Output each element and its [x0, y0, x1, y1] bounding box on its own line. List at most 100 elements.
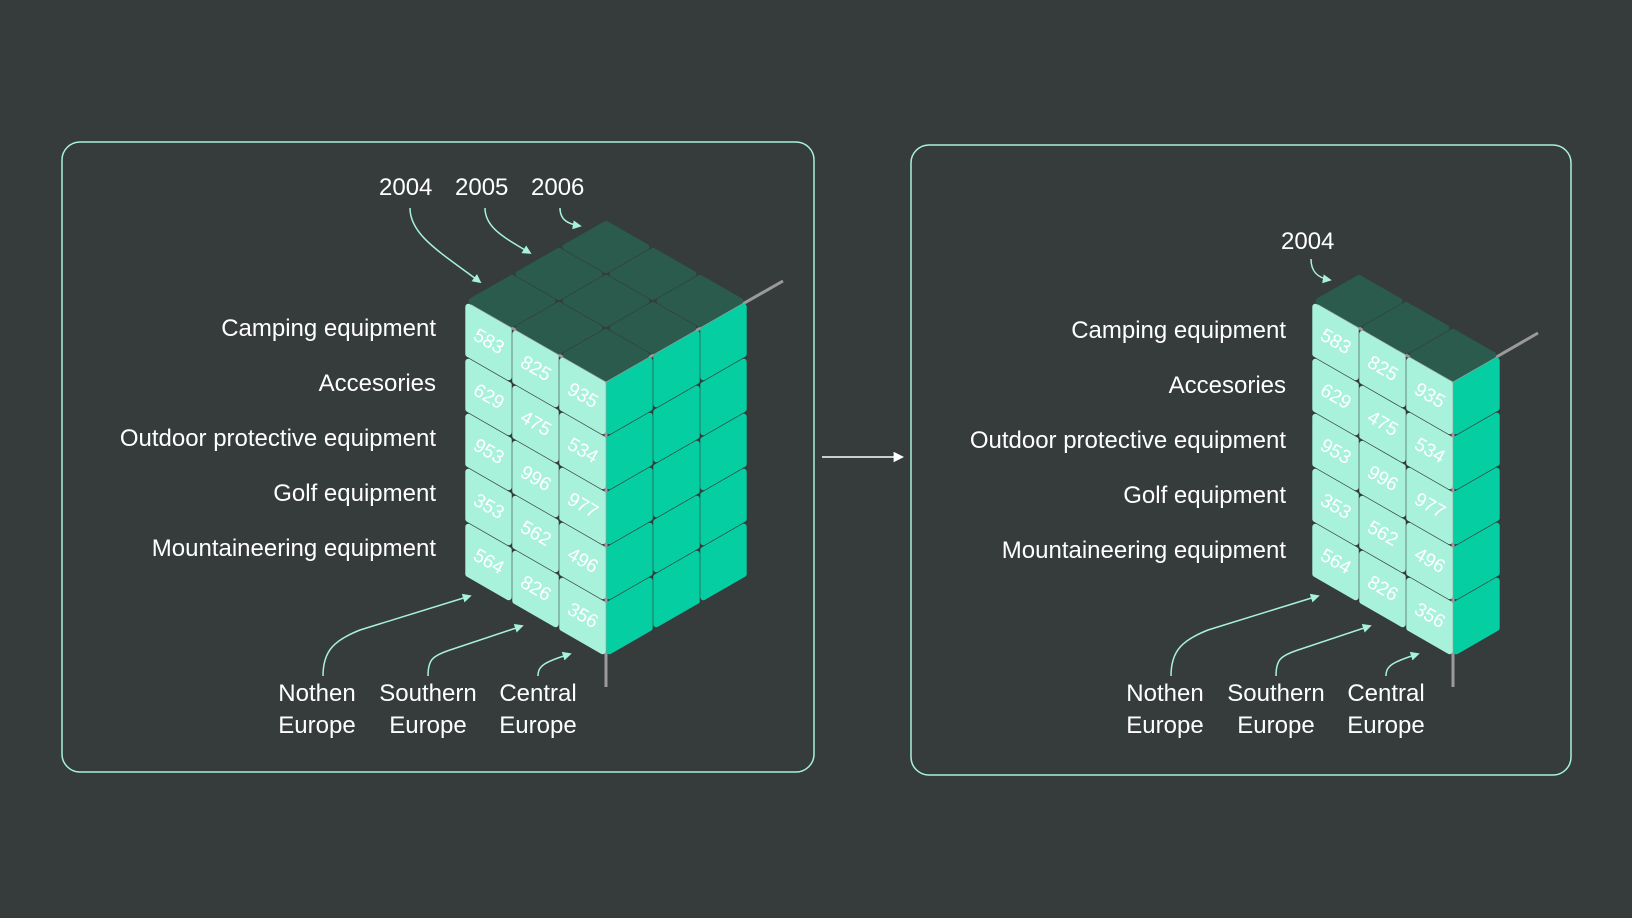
- left-panel-frame: [61, 141, 815, 773]
- front-face-tile: [465, 413, 512, 491]
- side-face-tile: [1453, 412, 1500, 490]
- side-face-tile: [1453, 522, 1500, 600]
- side-face-tile: [606, 577, 653, 655]
- front-face-tile: [1406, 357, 1453, 435]
- front-face-tile: [559, 467, 606, 545]
- top-face-tile: [515, 247, 603, 301]
- front-face-tile: [559, 522, 606, 600]
- year-label-2006: 2006: [531, 174, 585, 201]
- top-face-tile: [609, 301, 697, 355]
- top-face-tile: [468, 274, 556, 328]
- front-face-tile: [465, 468, 512, 546]
- region-label-line2: Europe: [389, 712, 467, 739]
- category-label-outdoor: Outdoor protective equipment: [119, 425, 436, 452]
- front-face-tile: [512, 550, 559, 628]
- region-label-line1: Central: [499, 680, 577, 707]
- side-face-tile: [700, 523, 747, 601]
- front-face-tile: [1312, 468, 1359, 546]
- front-face-tile: [512, 440, 559, 518]
- front-face-tile: [465, 523, 512, 601]
- top-face-tile: [656, 274, 744, 328]
- front-face-tile: [1406, 522, 1453, 600]
- front-face-tile: [1359, 385, 1406, 463]
- side-face-tile: [653, 330, 700, 408]
- left-cube: 5838259356294755349539969773535624965648…: [322, 207, 784, 687]
- top-face-tile: [1409, 328, 1497, 382]
- region-label-line1: Southern: [379, 680, 477, 707]
- year-label-2004: 2004: [379, 174, 433, 201]
- category-label-mountaineering: Mountaineering equipment: [151, 535, 436, 562]
- side-face-tile: [1453, 467, 1500, 545]
- top-face-tile: [609, 247, 697, 301]
- side-face-tile: [700, 358, 747, 436]
- side-face-tile: [653, 385, 700, 463]
- front-face-tile: [465, 303, 512, 381]
- side-face-tile: [653, 440, 700, 518]
- top-face-tile: [562, 328, 650, 382]
- front-face-tile: [1312, 303, 1359, 381]
- category-label-golf: Golf equipment: [273, 480, 436, 507]
- cube-edge-line: [470, 303, 607, 384]
- category-label-accesories: Accesories: [1168, 372, 1286, 399]
- top-face-tile: [515, 301, 603, 355]
- category-label-camping: Camping equipment: [1071, 317, 1286, 344]
- region-label-central: Central Europe: [1326, 682, 1446, 738]
- side-face-tile: [1453, 577, 1500, 655]
- front-face-tile: [1359, 440, 1406, 518]
- front-face-tile: [1312, 413, 1359, 491]
- cube-edge-line: [1452, 331, 1539, 384]
- front-face-tile: [1359, 495, 1406, 573]
- region-label-southern: Southern Europe: [1216, 682, 1336, 738]
- region-label-line1: Southern: [1227, 680, 1325, 707]
- category-label-mountaineering: Mountaineering equipment: [1001, 537, 1286, 564]
- region-pointer-arrow: [1385, 651, 1420, 677]
- right-panel-frame: [910, 144, 1572, 776]
- front-face-tile: [559, 412, 606, 490]
- side-face-tile: [653, 495, 700, 573]
- top-face-tile: [1315, 274, 1403, 328]
- region-pointer-arrow: [1170, 593, 1320, 677]
- year-pointer-arrow: [1310, 258, 1332, 284]
- front-face-tile: [1406, 412, 1453, 490]
- front-face-tile: [512, 385, 559, 463]
- region-label-line2: Europe: [1347, 712, 1425, 739]
- front-face-tile: [465, 358, 512, 436]
- region-pointer-arrow: [537, 651, 572, 677]
- category-label-outdoor: Outdoor protective equipment: [969, 427, 1286, 454]
- side-face-tile: [700, 468, 747, 546]
- region-label-line1: Nothen: [1126, 680, 1204, 707]
- side-face-tile: [606, 357, 653, 435]
- top-face-tile: [1362, 301, 1450, 355]
- cube-edge-line: [1317, 303, 1454, 384]
- top-face-tile: [562, 220, 650, 274]
- front-face-tile: [1312, 358, 1359, 436]
- region-label-northern: Nothen Europe: [257, 682, 377, 738]
- side-face-tile: [606, 522, 653, 600]
- side-face-tile: [653, 550, 700, 628]
- category-label-accesories: Accesories: [318, 370, 436, 397]
- year-pointer-arrow: [409, 207, 482, 284]
- front-face-tile: [559, 357, 606, 435]
- region-label-northern: Nothen Europe: [1105, 682, 1225, 738]
- front-face-tile: [559, 577, 606, 655]
- region-label-line1: Central: [1347, 680, 1425, 707]
- region-label-line1: Nothen: [278, 680, 356, 707]
- year-pointer-arrow: [559, 207, 582, 230]
- front-face-tile: [1406, 467, 1453, 545]
- region-label-southern: Southern Europe: [368, 682, 488, 738]
- top-face-tile: [562, 274, 650, 328]
- front-face-tile: [512, 495, 559, 573]
- region-label-line2: Europe: [1237, 712, 1315, 739]
- front-face-tile: [1312, 523, 1359, 601]
- region-pointer-arrow: [427, 624, 524, 677]
- region-label-line2: Europe: [278, 712, 356, 739]
- region-label-central: Central Europe: [478, 682, 598, 738]
- front-face-tile: [1359, 550, 1406, 628]
- year-label-2005: 2005: [455, 174, 509, 201]
- region-label-line2: Europe: [499, 712, 577, 739]
- side-face-tile: [606, 412, 653, 490]
- category-label-golf: Golf equipment: [1123, 482, 1286, 509]
- category-label-camping: Camping equipment: [221, 315, 436, 342]
